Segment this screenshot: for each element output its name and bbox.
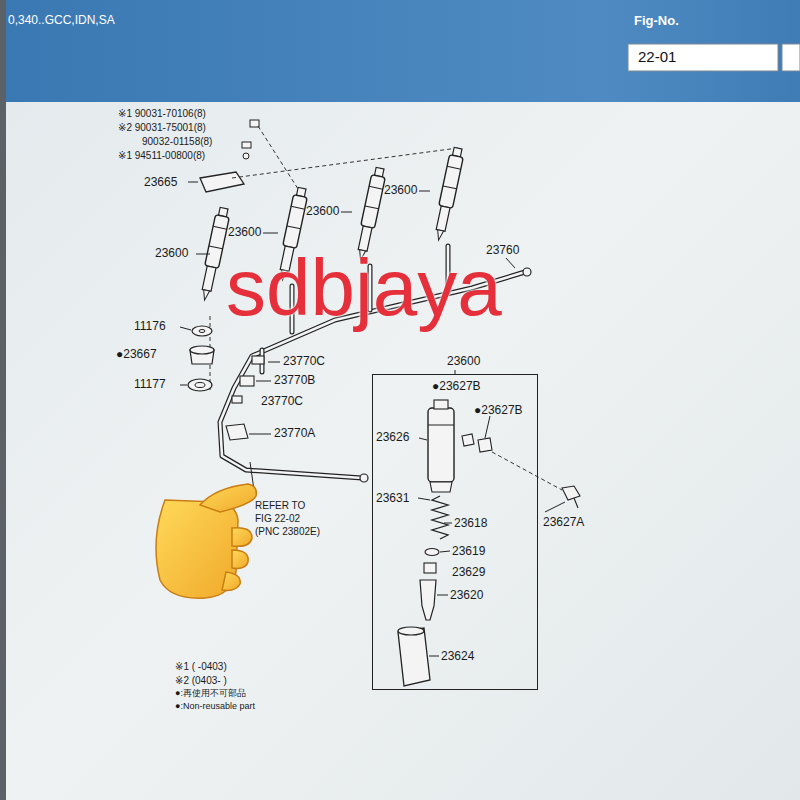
model-code: 0,340..GCC,IDN,SA [8,14,115,27]
reference-note: REFER TO [255,500,305,511]
callout-number: ●23627B [474,404,523,417]
figure-number: 22-01 [638,49,676,66]
callout-number: 23770C [261,395,303,408]
date-note: ※2 (0403- ) [175,675,227,686]
callout-number: 23626 [376,431,409,444]
callout-number: 23600 [306,205,339,218]
callout-number: 23624 [441,650,474,663]
reference-note: FIG 22-02 [255,513,300,524]
callout-number: ●23627B [432,380,481,393]
part-number: ※2 90031-75001(8) [118,122,206,133]
callout-number: 23620 [450,589,483,602]
part-number: ※1 90031-70106(8) [118,108,206,119]
part-number: ※1 94511-00800(8) [118,150,205,161]
field-label: Fig-No. [634,14,679,28]
callout-number: 23619 [452,545,485,558]
legend-note: ●:Non-reusable part [175,702,255,712]
callout-number: 11176 [134,320,166,333]
assembly-number: 23600 [447,355,480,368]
callout-number: 23600 [155,247,188,260]
callout-number: 23618 [454,517,487,530]
date-note: ※1 ( -0403) [175,661,227,672]
callout-number: 11177 [134,378,166,391]
reference-note: (PNC 23802E) [255,526,320,537]
group-box: 23600 [372,374,538,690]
callout-number: 23600 [228,226,261,239]
part-number: 90032-01158(8) [142,136,212,147]
callout-number: 23770C [283,355,325,368]
callout-number: 23770A [274,427,315,440]
callout-number: 23627A [543,516,584,529]
callout-number: 23600 [384,184,417,197]
legend-note: ●:再使用不可部品 [175,689,246,699]
callout-number: 23631 [376,492,409,505]
callout-number: 23629 [452,566,485,579]
watermark: sdbjaya [226,248,502,328]
callout-number: 23665 [144,176,177,189]
callout-number: ●23667 [116,348,157,361]
callout-number: 23770B [274,374,315,387]
